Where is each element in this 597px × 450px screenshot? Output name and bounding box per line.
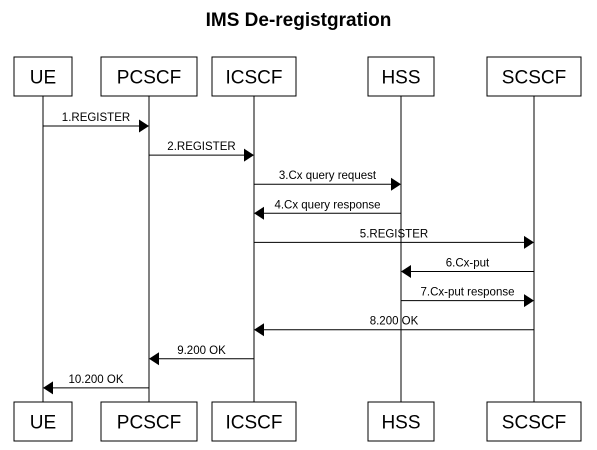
arrowhead-icon xyxy=(244,148,254,162)
participant-bottom-scscf: SCSCF xyxy=(486,401,582,442)
participant-label: SCSCF xyxy=(502,68,566,89)
message-label: 7.Cx-put response xyxy=(421,287,515,299)
arrowhead-icon xyxy=(401,265,411,278)
participant-box xyxy=(100,56,198,97)
participant-bottom-icscf: ICSCF xyxy=(211,401,297,442)
participant-label: ICSCF xyxy=(226,413,283,434)
participant-top-hss: HSS xyxy=(367,56,435,97)
participant-bottom-pcscf: PCSCF xyxy=(100,401,198,442)
participant-box xyxy=(211,401,297,442)
message-label: 10.200 OK xyxy=(69,374,124,386)
message-6: 6.Cx-put xyxy=(401,258,534,278)
message-label: 5.REGISTER xyxy=(360,228,428,240)
message-5: 5.REGISTER xyxy=(254,228,534,249)
participant-label: PCSCF xyxy=(117,413,181,434)
message-2: 2.REGISTER xyxy=(149,141,254,162)
message-9: 9.200 OK xyxy=(149,345,254,366)
message-label: 8.200 OK xyxy=(370,316,419,328)
participant-label: HSS xyxy=(381,413,420,434)
message-1: 1.REGISTER xyxy=(43,112,149,133)
arrowhead-icon xyxy=(149,352,159,366)
participant-bottom-hss: HSS xyxy=(367,401,435,442)
message-7: 7.Cx-put response xyxy=(401,287,534,308)
arrowhead-icon xyxy=(391,177,401,191)
participant-box xyxy=(367,56,435,97)
participant-label: SCSCF xyxy=(502,413,566,434)
participant-label: ICSCF xyxy=(226,68,283,89)
arrowhead-icon xyxy=(254,323,264,337)
message-label: 9.200 OK xyxy=(177,345,226,357)
participant-label: HSS xyxy=(381,68,420,89)
participant-bottom-ue: UE xyxy=(13,401,73,442)
participant-box xyxy=(13,56,73,97)
participant-box xyxy=(13,401,73,442)
message-label: 6.Cx-put xyxy=(446,258,490,270)
message-label: 2.REGISTER xyxy=(167,141,235,153)
participant-top-icscf: ICSCF xyxy=(211,56,297,97)
participant-box xyxy=(367,401,435,442)
message-label: 4.Cx query response xyxy=(274,199,380,211)
arrowhead-icon xyxy=(524,294,534,308)
participant-box xyxy=(486,56,582,97)
participant-label: UE xyxy=(30,68,56,89)
message-10: 10.200 OK xyxy=(43,374,149,395)
arrowhead-icon xyxy=(43,381,53,395)
arrowhead-icon xyxy=(139,119,149,133)
participant-top-ue: UE xyxy=(13,56,73,97)
participant-top-scscf: SCSCF xyxy=(486,56,582,97)
diagram-title: IMS De-registgration xyxy=(205,10,392,31)
participant-box xyxy=(486,401,582,442)
participant-box xyxy=(100,401,198,442)
participant-label: PCSCF xyxy=(117,68,181,89)
arrowhead-icon xyxy=(254,206,264,220)
message-label: 3.Cx query request xyxy=(279,170,377,182)
participant-top-pcscf: PCSCF xyxy=(100,56,198,97)
participant-box xyxy=(211,56,297,97)
message-8: 8.200 OK xyxy=(254,316,534,337)
participant-label: UE xyxy=(30,413,56,434)
arrowhead-icon xyxy=(524,235,534,249)
message-3: 3.Cx query request xyxy=(254,170,401,191)
message-4: 4.Cx query response xyxy=(254,199,401,220)
message-label: 1.REGISTER xyxy=(62,112,130,124)
